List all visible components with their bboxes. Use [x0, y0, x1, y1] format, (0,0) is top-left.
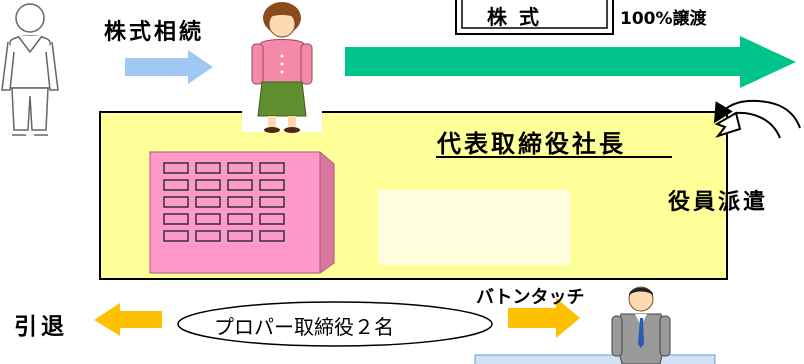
president-label: 代表取締役社長: [437, 130, 626, 158]
pale-window: [378, 190, 570, 265]
dispatch-curved-arrows: [713, 99, 801, 139]
retire-arrow: [94, 303, 162, 336]
proper-directors-oval: [177, 301, 493, 347]
baton-touch-label: バトンタッチ: [476, 287, 585, 308]
retire-label: 引退: [14, 314, 68, 340]
retiring-owner-figure: [1, 3, 59, 136]
company-building: [148, 151, 335, 274]
stock-inheritance-label: 株式相続: [104, 20, 205, 45]
proper-directors-label: プロパー取締役２名: [214, 315, 394, 339]
officer-dispatch-label: 役員派遣: [668, 190, 769, 215]
stock-box-label: 株式: [487, 5, 551, 29]
transfer-arrow: [345, 36, 796, 88]
dispatched-officer-figure: [474, 286, 716, 364]
stock-certificate-box: [455, 0, 614, 35]
inheritance-arrow: [125, 50, 213, 84]
heir-woman-figure: [242, 0, 322, 133]
baton-arrow: [508, 298, 580, 338]
transfer-100-label: 100%譲渡: [620, 9, 707, 29]
